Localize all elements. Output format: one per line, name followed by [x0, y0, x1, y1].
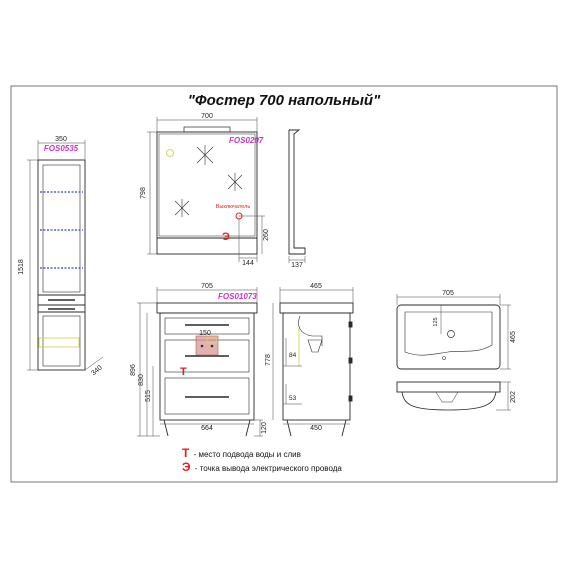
vanity-total-height-label: 896 — [130, 364, 137, 376]
mirror-stars — [174, 145, 243, 217]
vanity-top — [156, 302, 258, 314]
outlet-zone — [195, 335, 219, 356]
tap-hole-icon — [447, 330, 455, 338]
mirror-height-label: 798 — [140, 187, 147, 199]
basin-front-dimensions — [496, 381, 511, 411]
mirror-light-marker — [166, 149, 174, 157]
mirror-width-label: 700 — [201, 113, 213, 120]
vanity-side — [279, 302, 354, 437]
basin-front-view — [396, 381, 501, 411]
vanity-code: FOS01073 — [218, 292, 257, 301]
basin-width-label: 705 — [442, 290, 454, 297]
vanity-width-label: 705 — [201, 283, 213, 290]
side-dim-84: 84 — [289, 352, 297, 359]
sheet-border — [10, 85, 558, 483]
column-depth-label: 340 — [90, 364, 104, 377]
legend-item-water: T - место подвода воды и слив — [182, 446, 301, 460]
column-width-label: 350 — [55, 136, 67, 143]
switch-offset-label: 144 — [242, 260, 254, 267]
mirror-dimensions — [147, 117, 265, 262]
vanity-front — [156, 302, 258, 437]
column-dimensions — [27, 140, 104, 371]
outlet-hole-icon — [210, 344, 214, 348]
vanity-highlight — [206, 336, 218, 344]
legend-mark: Э — [182, 460, 191, 474]
mirror-side — [288, 129, 306, 263]
hole-offset-label: 125 — [433, 317, 439, 326]
drain-icon — [442, 356, 446, 360]
outlet-hole-icon — [200, 344, 204, 348]
vanity-side-body — [282, 312, 351, 421]
vanity-body — [159, 312, 255, 421]
water-mark: T — [180, 366, 187, 378]
mirror-front — [156, 126, 258, 255]
column-cabinet — [37, 159, 86, 371]
column-shelves — [40, 191, 83, 269]
legend-text: - точка вывода электрического провода — [192, 464, 342, 473]
switch-label: Выключатель — [216, 204, 251, 210]
vanity-body-height-label: 830 — [138, 374, 145, 386]
outlet-width-label: 150 — [199, 330, 211, 337]
legend-item-electric: Э - точка вывода электрического провода — [182, 460, 342, 474]
basin-outline — [396, 304, 501, 370]
socket-mark: Э — [222, 231, 230, 243]
vanity-side-top — [279, 302, 354, 314]
vanity-side-dimensions — [272, 287, 354, 425]
basin-top-view — [396, 304, 501, 370]
mirror-lamp — [183, 126, 231, 133]
side-dim-53: 53 — [289, 395, 297, 402]
mirror-code: FOS0207 — [229, 136, 264, 145]
column-code: FOS0535 — [44, 144, 79, 153]
side-height-label: 778 — [265, 354, 272, 366]
vanity-bottom-width-label: 664 — [201, 425, 213, 432]
basin-top-dimensions — [396, 294, 511, 370]
basin-height-label: 202 — [510, 391, 517, 403]
column-highlight — [38, 337, 80, 348]
basin-depth-label: 465 — [510, 331, 517, 343]
vanity-lower-height-label: 515 — [145, 390, 152, 402]
side-depth-bottom-label: 450 — [310, 425, 322, 432]
vanity-front-dimensions — [137, 287, 263, 437]
column-body — [37, 159, 86, 371]
vanity-leg-height-label: 120 — [261, 422, 268, 434]
switch-height-label: 260 — [263, 229, 270, 241]
side-depth-top-label: 465 — [310, 283, 322, 290]
page-title: "Фостер 700 напольный" — [187, 92, 381, 109]
legend-text: - место подвода воды и слив — [191, 450, 301, 459]
legend-mark: T — [182, 446, 190, 460]
mirror-depth-label: 137 — [291, 262, 303, 269]
basin-front-rim — [396, 381, 501, 393]
column-height-label: 1518 — [18, 259, 25, 275]
